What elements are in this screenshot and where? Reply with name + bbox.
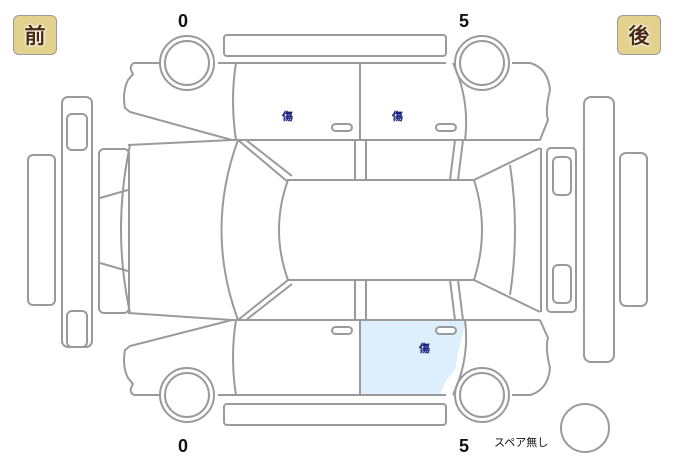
front-left-fog[interactable]	[66, 113, 88, 151]
damage-mark-right-rear-door[interactable]: 傷	[419, 342, 430, 355]
rear-bumper[interactable]	[583, 96, 615, 363]
tread-bottom-left: 0	[178, 436, 189, 456]
rear-bumper-lip[interactable]	[619, 152, 648, 307]
front-bumper-lip[interactable]	[27, 154, 56, 306]
front-left-wheel[interactable]	[164, 40, 210, 86]
tread-bottom-right: 5	[459, 436, 470, 456]
rear-left-wheel[interactable]	[459, 40, 505, 86]
rear-left-lamp[interactable]	[552, 156, 572, 196]
front-badge: 前	[13, 15, 57, 55]
spare-tire[interactable]	[560, 403, 610, 453]
rear-right-lamp[interactable]	[552, 264, 572, 304]
bottom-side-skirt[interactable]	[223, 403, 447, 426]
right-rear-door-highlight[interactable]	[361, 320, 466, 395]
damage-mark-left-front-door[interactable]: 傷	[282, 110, 293, 123]
spare-label: スペア無し	[494, 436, 549, 449]
right-front-door-handle	[331, 326, 353, 335]
windshield-front-edge	[220, 139, 239, 321]
front-grille[interactable]	[98, 148, 130, 314]
top-side-skirt[interactable]	[223, 34, 447, 57]
front-right-wheel[interactable]	[164, 372, 210, 418]
tread-top-right: 5	[459, 11, 470, 31]
rear-right-wheel[interactable]	[459, 372, 505, 418]
hood-edge	[120, 144, 131, 314]
right-rear-door-handle	[435, 326, 457, 335]
roof[interactable]	[278, 179, 483, 281]
tread-top-left: 0	[178, 11, 189, 31]
left-front-door-handle	[331, 123, 353, 132]
left-rear-door-handle	[435, 123, 457, 132]
damage-mark-left-rear-door[interactable]: 傷	[392, 110, 403, 123]
rear-badge: 後	[617, 15, 661, 55]
front-right-fog[interactable]	[66, 310, 88, 348]
